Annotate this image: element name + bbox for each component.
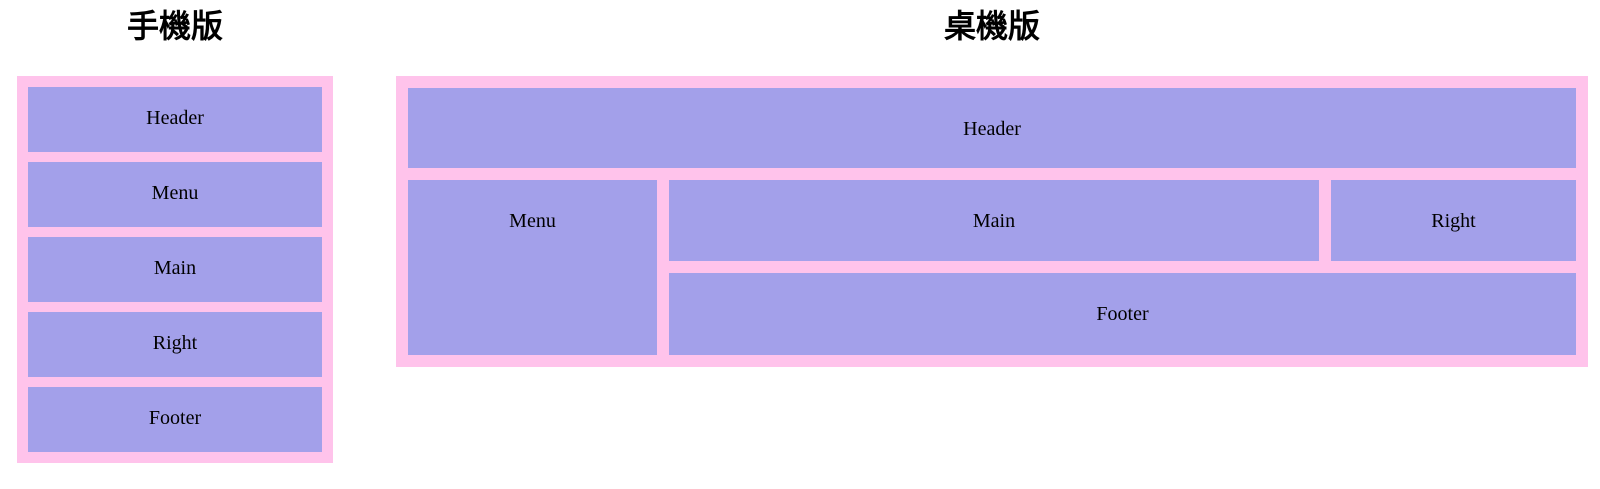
- desktop-panel-title: 桌機版: [943, 8, 1040, 44]
- mobile-header-box: Header: [28, 87, 322, 152]
- mobile-layout-panel: 手機版 Header Menu Main Right Footer: [17, 6, 333, 463]
- desktop-menu-box: Menu: [408, 180, 657, 355]
- desktop-main-box: Main: [669, 180, 1319, 261]
- desktop-footer-box: Footer: [669, 273, 1576, 355]
- mobile-footer-box: Footer: [28, 387, 322, 452]
- mobile-right-box: Right: [28, 312, 322, 377]
- desktop-layout-container: Header Menu Main Right Footer: [396, 76, 1588, 367]
- desktop-right-box: Right: [1331, 180, 1576, 261]
- mobile-main-box: Main: [28, 237, 322, 302]
- desktop-layout-panel: 桌機版 Header Menu Main Right Footer: [396, 6, 1588, 367]
- desktop-header-box: Header: [408, 88, 1576, 168]
- mobile-layout-container: Header Menu Main Right Footer: [17, 76, 333, 463]
- mobile-panel-title: 手機版: [126, 8, 223, 44]
- mobile-menu-box: Menu: [28, 162, 322, 227]
